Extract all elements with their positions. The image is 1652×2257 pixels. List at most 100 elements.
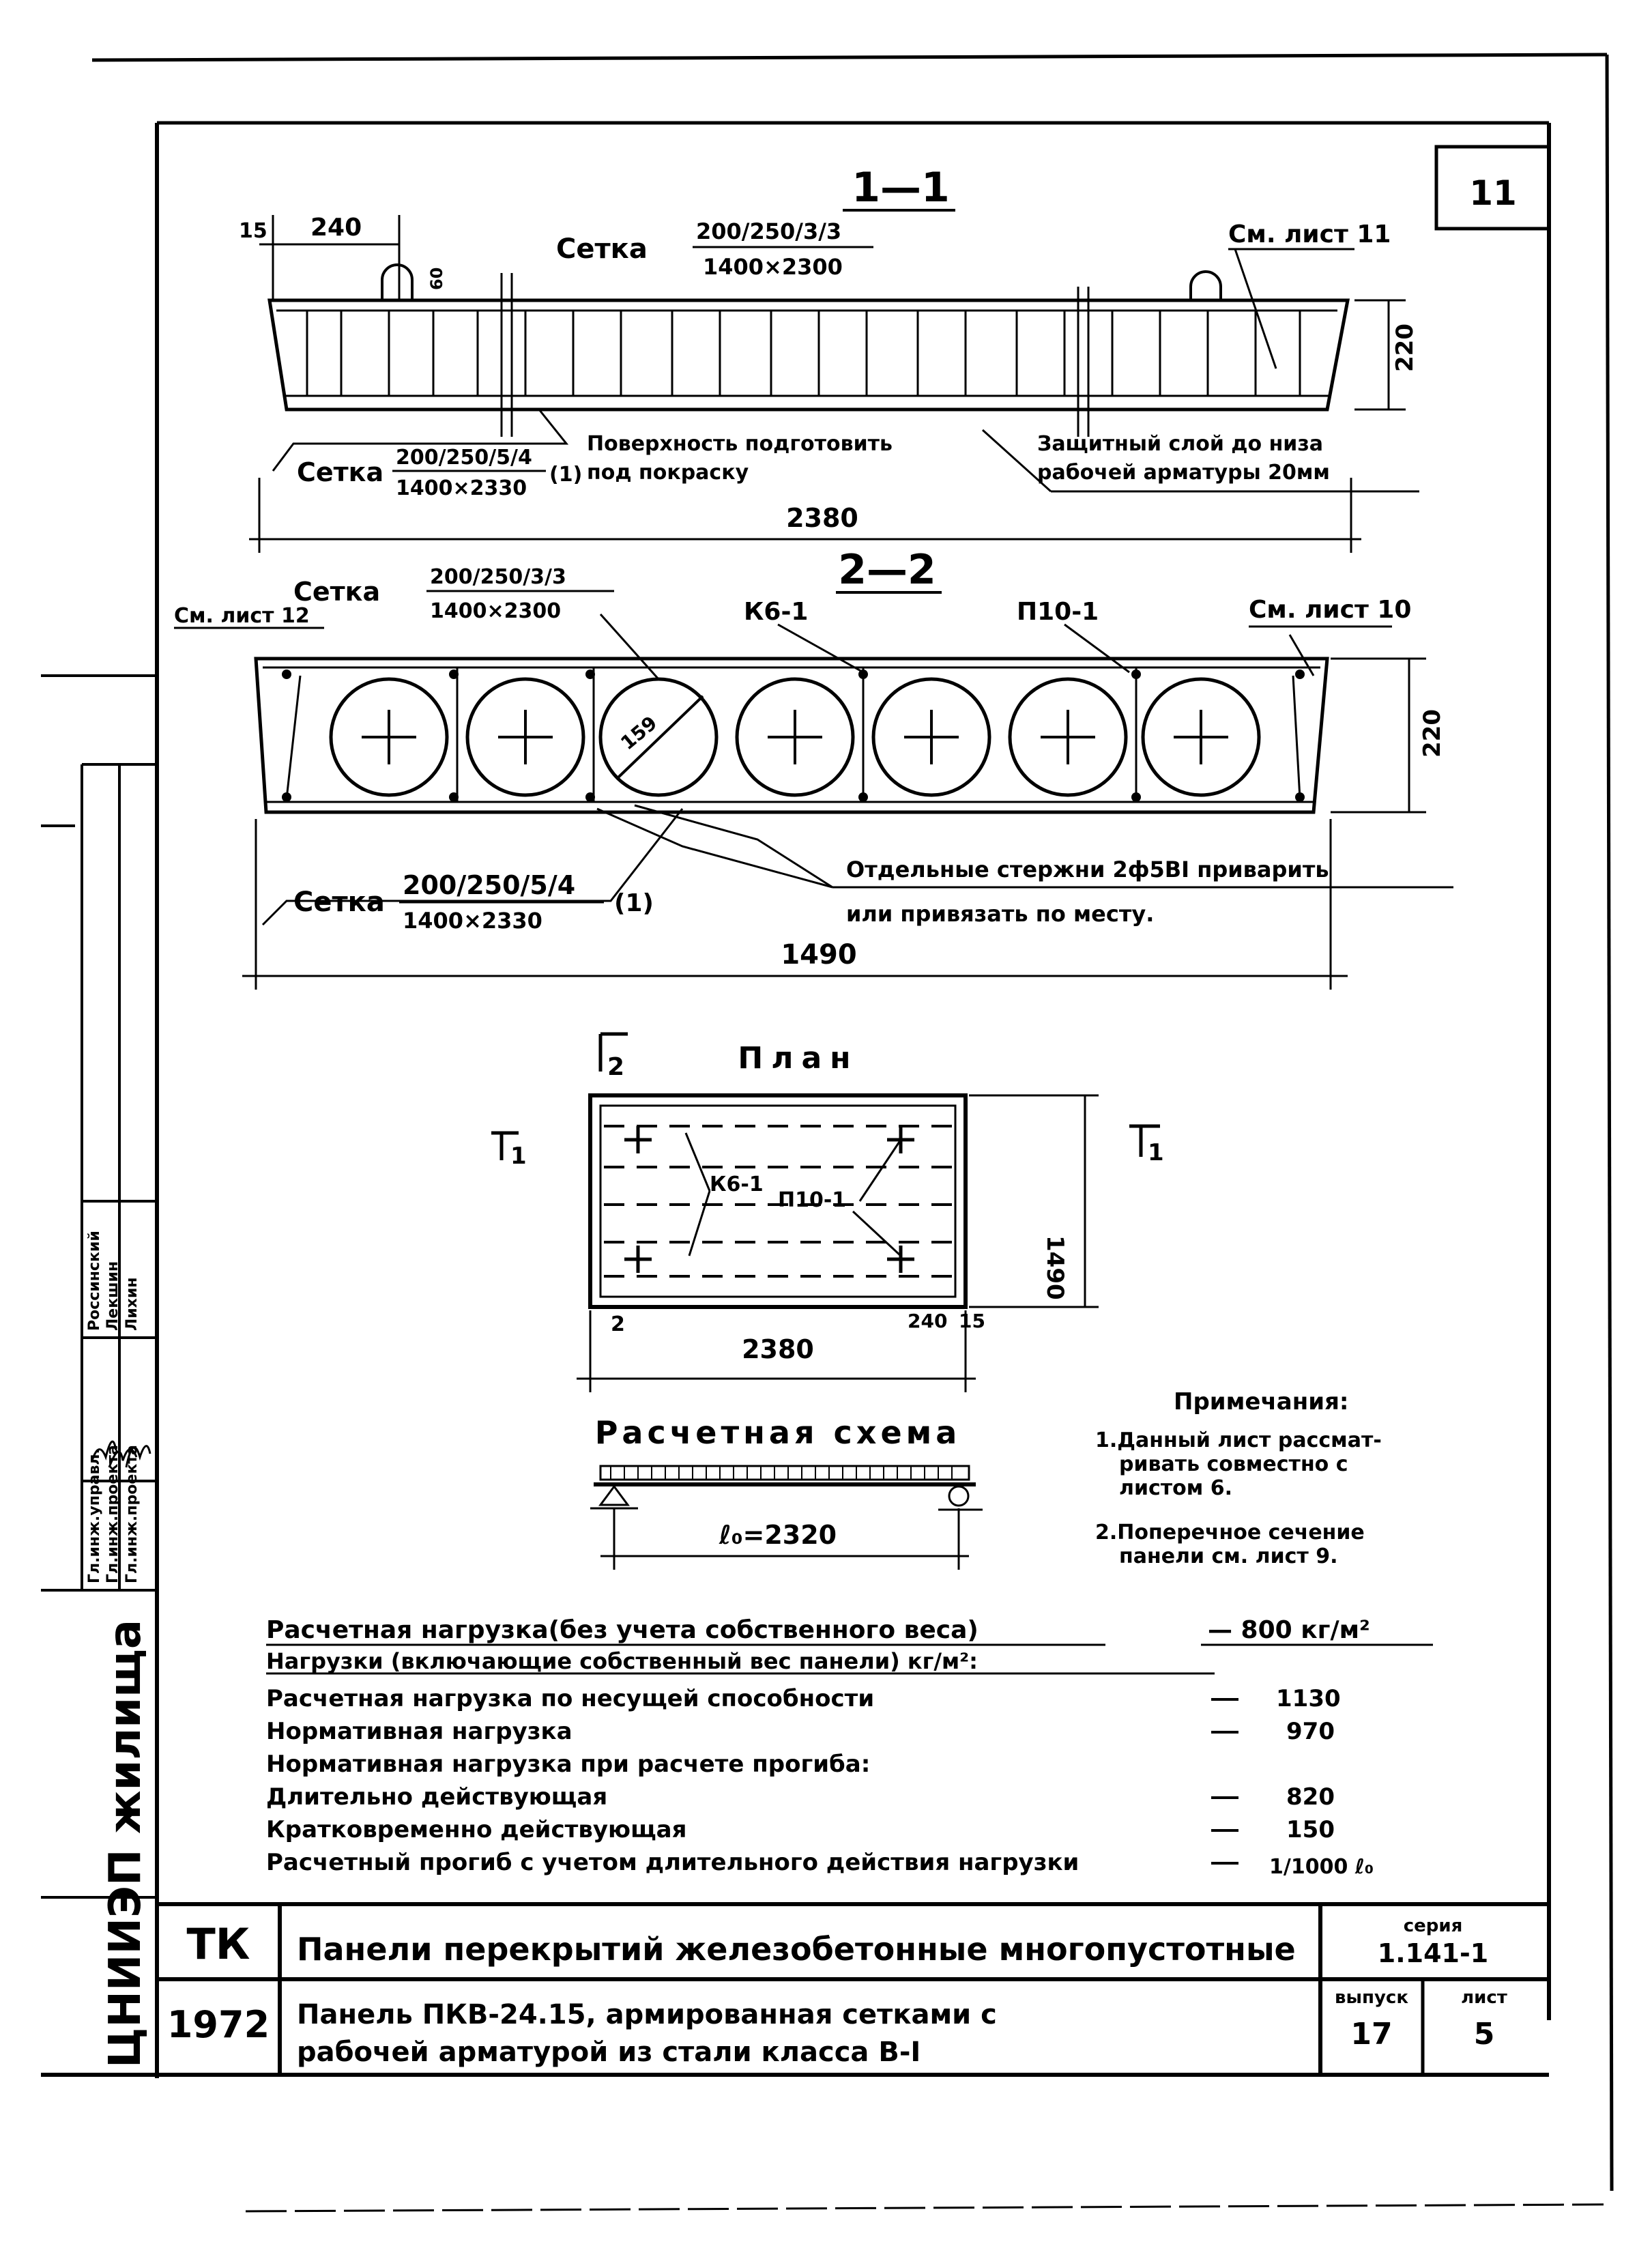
dim-2380-1: 2380: [786, 503, 858, 533]
stamp-role-2: Гл.инж.проекта: [104, 1445, 121, 1583]
series-label: серия: [1404, 1916, 1463, 1936]
plan-frame-k: К6-1: [710, 1173, 764, 1196]
void-7: [1141, 677, 1261, 797]
section-2-2-title: 2—2: [838, 546, 936, 594]
signature-3: [125, 1445, 151, 1468]
mesh-top-spec-num-2: 200/250/3/3: [430, 565, 566, 589]
sheet-label: лист: [1461, 1987, 1507, 2008]
plan-dim-15: 15: [959, 1310, 985, 1332]
support-right: [948, 1485, 970, 1507]
mesh-bottom-suffix-2: (1): [614, 889, 654, 917]
note-cover-2: рабочей арматуры 20мм: [1037, 461, 1330, 485]
title-line-3: рабочей арматурой из стали класса В-I: [297, 2037, 921, 2068]
load-row-2-value: 970: [1286, 1718, 1335, 1745]
title-block: ТК 1972 Панели перекрытий железобетонные…: [157, 1902, 1549, 2075]
ref-sheet-11: См. лист 11: [1228, 220, 1391, 248]
beam-outline-1-1: [267, 298, 1350, 412]
void-4: [735, 677, 855, 797]
load-row-5-label: Кратковременно действующая: [266, 1816, 686, 1843]
signature-2: [108, 1448, 138, 1468]
frame-p-label: П10-1: [1017, 598, 1099, 626]
year: 1972: [167, 2003, 270, 2046]
lifting-loop-right: [1189, 270, 1222, 300]
plan-dim-2380: 2380: [742, 1334, 814, 1364]
plan-frame-p: П10-1: [778, 1188, 846, 1212]
ref-sheet-12: См. лист 12: [174, 604, 310, 628]
dim-220-1: 220: [1391, 324, 1419, 372]
panel-cross-section: [254, 657, 1329, 814]
void-1: [329, 677, 449, 797]
void-circles: 159: [329, 677, 1261, 797]
series-value: 1.141-1: [1378, 1938, 1488, 1968]
plan-dim-1490: 1490: [1041, 1235, 1069, 1300]
calc-scheme: Расчетная схема ℓ₀=2320: [590, 1414, 983, 1570]
support-left: [598, 1484, 630, 1506]
load-row-1-label: Расчетная нагрузка по несущей способност…: [266, 1685, 874, 1712]
mesh-bottom-spec-den-1: 1400×2330: [396, 476, 527, 500]
signature-1: [91, 1440, 117, 1461]
note-line-3: листом 6.: [1119, 1476, 1232, 1500]
void-5: [871, 677, 991, 797]
plan-dim-240: 240: [908, 1310, 947, 1332]
calc-span: ℓ₀=2320: [719, 1520, 837, 1550]
dim-240-1: 240: [310, 214, 362, 242]
note-line-2: ривать совместно с: [1119, 1452, 1348, 1476]
sheet-value: 5: [1474, 2017, 1495, 2052]
load-row-6-value: 1/1000 ℓ₀: [1269, 1855, 1374, 1879]
mesh-top-spec-den-1: 1400×2300: [703, 254, 843, 280]
notes-title: Примечания:: [1174, 1388, 1349, 1415]
dim-15-1: 15: [239, 219, 267, 243]
mesh-bottom-label-1: Сетка: [297, 457, 383, 487]
note-line-4: 2.Поперечное сечение: [1095, 1521, 1365, 1544]
load-row-6-label: Расчетный прогиб с учетом длительного де…: [266, 1849, 1079, 1876]
title-line-1: Панели перекрытий железобетонные многопу…: [297, 1931, 1296, 1968]
mesh-bottom-label-2: Сетка: [293, 887, 385, 918]
sheet-frame: [41, 53, 1614, 2213]
stamp-name-3: Лихин: [124, 1278, 141, 1332]
load-row-5-value: 150: [1286, 1816, 1335, 1843]
design-load-label: Расчетная нагрузка(без учета собственног…: [266, 1616, 979, 1644]
issue-label: выпуск: [1335, 1987, 1408, 2008]
scan-marks: [41, 674, 157, 1899]
stamp-name-2: Лекшин: [104, 1261, 121, 1331]
stamp-name-1: Россинский: [86, 1231, 103, 1331]
loads-block: Расчетная нагрузка(без учета собственног…: [266, 1616, 1433, 1879]
code-tk: ТК: [187, 1919, 250, 1969]
mesh-top-spec-num-1: 200/250/3/3: [696, 218, 841, 244]
mesh-top-spec-den-2: 1400×2300: [430, 599, 561, 623]
note-rods-1: Отдельные стержни 2ф5ВI приварить: [846, 857, 1329, 882]
void-diameter: 159: [616, 712, 661, 755]
issue-value: 17: [1350, 2017, 1392, 2052]
note-line-5: панели см. лист 9.: [1119, 1544, 1338, 1568]
mesh-bottom-suffix-1: (1): [549, 463, 582, 487]
sheet-number: 11: [1469, 173, 1517, 213]
mesh-bottom-spec-den-2: 1400×2330: [403, 908, 542, 934]
plan-title: План: [738, 1041, 858, 1076]
load-row-4-label: Длительно действующая: [266, 1783, 607, 1811]
note-rods-2: или привязать по месту.: [846, 901, 1154, 927]
sheet-number-box: 11: [1434, 145, 1551, 231]
plan-cut-2: 2: [607, 1053, 624, 1081]
section-1-1-title: 1—1: [852, 164, 950, 212]
load-row-3-label: Нормативная нагрузка при расчете прогиба…: [266, 1751, 870, 1778]
load-row-2-label: Нормативная нагрузка: [266, 1718, 573, 1745]
ref-sheet-10: См. лист 10: [1249, 596, 1411, 624]
calc-scheme-title: Расчетная схема: [595, 1414, 961, 1451]
stamp-role-3: Гл.инж.проекта: [124, 1445, 141, 1583]
mesh-bottom-spec-num-1: 200/250/5/4: [396, 446, 532, 470]
stamp-role-1: Гл.инж.управл.: [86, 1448, 103, 1583]
title-line-2: Панель ПКВ-24.15, армированная сетками с: [297, 1999, 997, 2030]
loads-header: Нагрузки (включающие собственный вес пан…: [266, 1648, 978, 1674]
void-6: [1008, 677, 1128, 797]
load-row-1-value: 1130: [1276, 1685, 1341, 1712]
dim-60-1: 60: [427, 268, 446, 290]
plan-cut-1-left: 1: [510, 1142, 527, 1170]
plan-panel-outline: [588, 1093, 968, 1309]
load-row-4-value: 820: [1286, 1783, 1335, 1811]
plan-view: План 2 1 1 К6-1 П10-1 1490: [491, 1032, 1164, 1392]
note-cover-1: Защитный слой до низа: [1037, 432, 1323, 456]
lifting-loop-left: [381, 263, 414, 300]
stamp-org: ЦНИИЭП жилища: [100, 1620, 151, 2068]
note-line-1: 1.Данный лист рассмат-: [1095, 1428, 1382, 1452]
